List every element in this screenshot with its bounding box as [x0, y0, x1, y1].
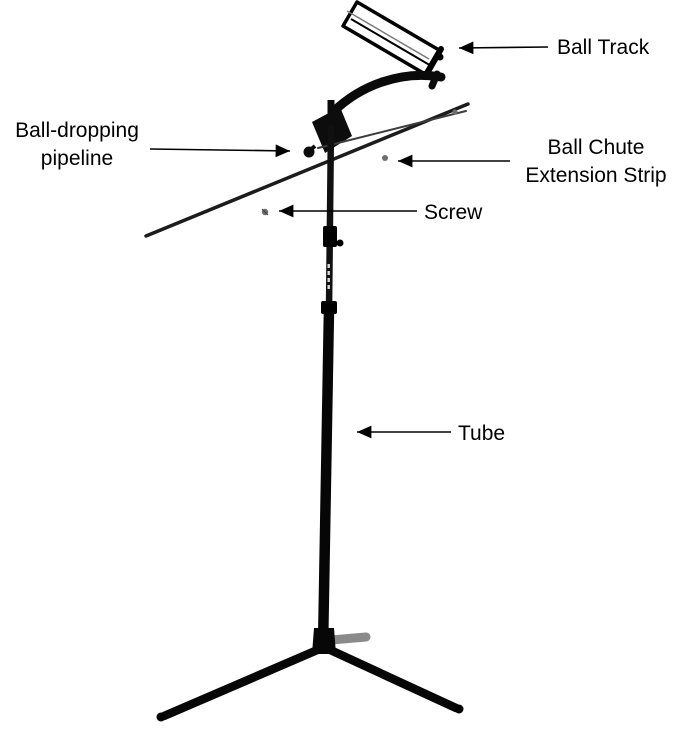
ball-track-part [341, 0, 444, 78]
tripod-base-part [156, 628, 464, 722]
tripod-leg-left [159, 643, 327, 721]
tripod-leg-front [326, 632, 371, 645]
label-ball-dropping-pipeline-line2: pipeline [40, 146, 114, 170]
label-ball-track: Ball Track [557, 36, 650, 59]
tripod-leg-right [321, 643, 461, 713]
screw-part-2 [382, 155, 388, 161]
pipeline-part [144, 102, 470, 238]
label-ball-dropping-pipeline-line1: Ball-dropping [15, 119, 139, 142]
label-ball-chute-extension-strip: Ball Chute Extension Strip [512, 134, 679, 189]
pipeline-leader-line [149, 144, 291, 158]
label-tube: Tube [458, 422, 506, 445]
pole-marking [327, 264, 330, 289]
foot-cap-left [156, 712, 166, 722]
extension-strip-part [317, 110, 467, 149]
screw-part-3 [452, 109, 458, 115]
arm-track-joint [428, 70, 441, 90]
label-ball-dropping-pipeline: Ball-dropping pipeline [1, 117, 153, 172]
label-ball-chute-line1: Ball Chute [547, 136, 645, 159]
leader-lines [149, 41, 549, 439]
tube-part [317, 124, 344, 649]
support-arm [328, 70, 446, 117]
label-screw: Screw [424, 201, 483, 224]
ball-track-leader-line [458, 41, 549, 55]
label-ball-chute-line2: Extension Strip [525, 163, 667, 187]
screw-part [261, 208, 269, 216]
foot-cap-right [454, 704, 464, 714]
